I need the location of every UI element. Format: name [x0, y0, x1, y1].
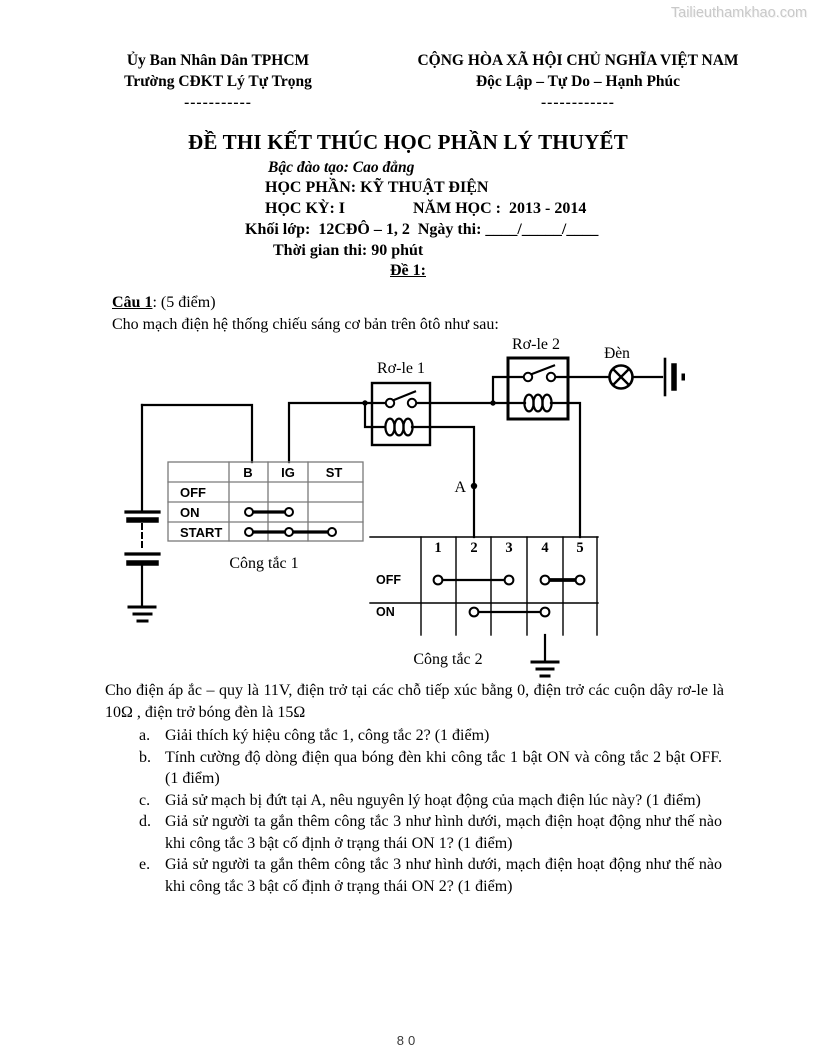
list-item-text: Giải thích ký hiệu công tắc 1, công tắc …	[165, 727, 490, 744]
battery-symbol	[124, 403, 161, 609]
switch1-row-on: ON	[180, 505, 200, 520]
switch1-table	[167, 461, 364, 542]
switch2-col-1: 1	[434, 540, 441, 556]
header-right-country: CỘNG HÒA XÃ HỘI CHỦ NGHĨA VIỆT NAM	[417, 52, 739, 69]
list-item: e. Giả sử người ta gắn thêm công tắc 3 n…	[137, 854, 722, 897]
point-a-dot	[470, 482, 478, 490]
switch2-contacts	[432, 574, 586, 618]
list-item-letter: b.	[139, 748, 151, 766]
exam-title: ĐỀ THI KẾT THÚC HỌC PHẦN LÝ THUYẾT	[188, 130, 628, 154]
list-item-text: Giả sử người ta gắn thêm công tắc 3 như …	[165, 856, 722, 895]
duration-line: Thời gian thi: 90 phút	[273, 242, 424, 259]
lamp-label: Đèn	[604, 345, 630, 362]
switch1-col-st: ST	[326, 465, 343, 480]
circuit-wires	[140, 375, 664, 539]
switch1-row-off: OFF	[180, 485, 206, 500]
header-left-org: Ủy Ban Nhân Dân TPHCM	[126, 52, 310, 69]
switch1-caption: Công tắc 1	[229, 555, 298, 572]
ground-icon-bottom	[530, 633, 560, 678]
list-item-text: Giả sử người ta gắn thêm công tắc 3 như …	[165, 813, 722, 852]
switch2-row-on: ON	[376, 605, 395, 619]
question-points: : (5 điểm)	[152, 294, 216, 311]
switch1-col-ig: IG	[281, 465, 295, 480]
list-item: d. Giả sử người ta gắn thêm công tắc 3 n…	[137, 811, 722, 854]
list-item-letter: a.	[139, 727, 151, 744]
relay1-box	[370, 381, 432, 447]
ground-icon-left	[127, 605, 157, 623]
list-item-letter: e.	[139, 856, 151, 873]
switch1-row-start: START	[180, 525, 222, 540]
relay2-label: Rơ-le 2	[512, 336, 560, 353]
page-number: 80	[396, 1033, 420, 1048]
list-item-letter: c.	[139, 791, 151, 809]
header-left-dashes: -----------	[184, 94, 252, 111]
school-year-line: NĂM HỌC : 2013 - 2014	[413, 200, 587, 217]
question-label: Câu 1	[112, 294, 153, 311]
header-right-dashes: ------------	[541, 94, 615, 111]
switch2-col-5: 5	[576, 540, 583, 556]
given-paragraph: Cho điện áp ắc – quy là 11V, điện trở tạ…	[105, 682, 724, 721]
lamp-icon	[608, 364, 634, 390]
class-line: Khối lớp: 12CĐÔ – 1, 2 Ngày thi: ____/__…	[245, 221, 599, 238]
switch2-col-3: 3	[505, 540, 512, 556]
switch2-table	[369, 536, 599, 636]
junction-dots	[362, 400, 496, 490]
question-list: a. Giải thích ký hiệu công tắc 1, công t…	[137, 725, 722, 897]
degree-line: Bậc đào tạo: Cao đẳng	[268, 159, 415, 176]
switch1-col-b: B	[243, 465, 252, 480]
semester-line: HỌC KỲ: I	[265, 200, 345, 217]
watermark: Tailieuthamkhao.com	[670, 5, 808, 21]
header-left-school: Trường CĐKT Lý Tự Trọng	[124, 73, 312, 90]
list-item-letter: d.	[139, 813, 151, 830]
switch2-col-2: 2	[470, 540, 477, 556]
point-a-label: A	[454, 479, 466, 496]
list-item: c. Giả sử mạch bị đứt tại A, nêu nguyên …	[137, 790, 722, 812]
header-right-motto: Độc Lập – Tự Do – Hạnh Phúc	[475, 73, 681, 90]
exam-code: Đề 1:	[390, 262, 426, 279]
relay2-box	[506, 356, 570, 421]
list-item-text: Giả sử mạch bị đứt tại A, nêu nguyên lý …	[165, 791, 701, 809]
list-item: b. Tính cường độ dòng điện qua bóng đèn …	[137, 747, 722, 790]
list-item-text: Tính cường độ dòng điện qua bóng đèn khi…	[165, 748, 722, 788]
switch2-row-off: OFF	[376, 573, 401, 587]
question-intro: Cho mạch điện hệ thống chiếu sáng cơ bản…	[112, 316, 499, 333]
header-right: CỘNG HÒA XÃ HỘI CHỦ NGHĨA VIỆT NAM Độc L…	[406, 50, 750, 113]
question-heading: Câu 1: (5 điểm)	[112, 294, 216, 312]
switch2-caption: Công tắc 2	[413, 651, 482, 668]
course-line: HỌC PHẦN: KỸ THUẬT ĐIỆN	[265, 179, 489, 196]
ground-icon-right	[663, 357, 685, 397]
switch2-col-4: 4	[541, 540, 548, 556]
relay1-label: Rơ-le 1	[377, 360, 425, 377]
list-item: a. Giải thích ký hiệu công tắc 1, công t…	[137, 725, 722, 747]
switch1-contacts	[244, 507, 337, 537]
header-left: Ủy Ban Nhân Dân TPHCM Trường CĐKT Lý Tự …	[106, 50, 330, 113]
